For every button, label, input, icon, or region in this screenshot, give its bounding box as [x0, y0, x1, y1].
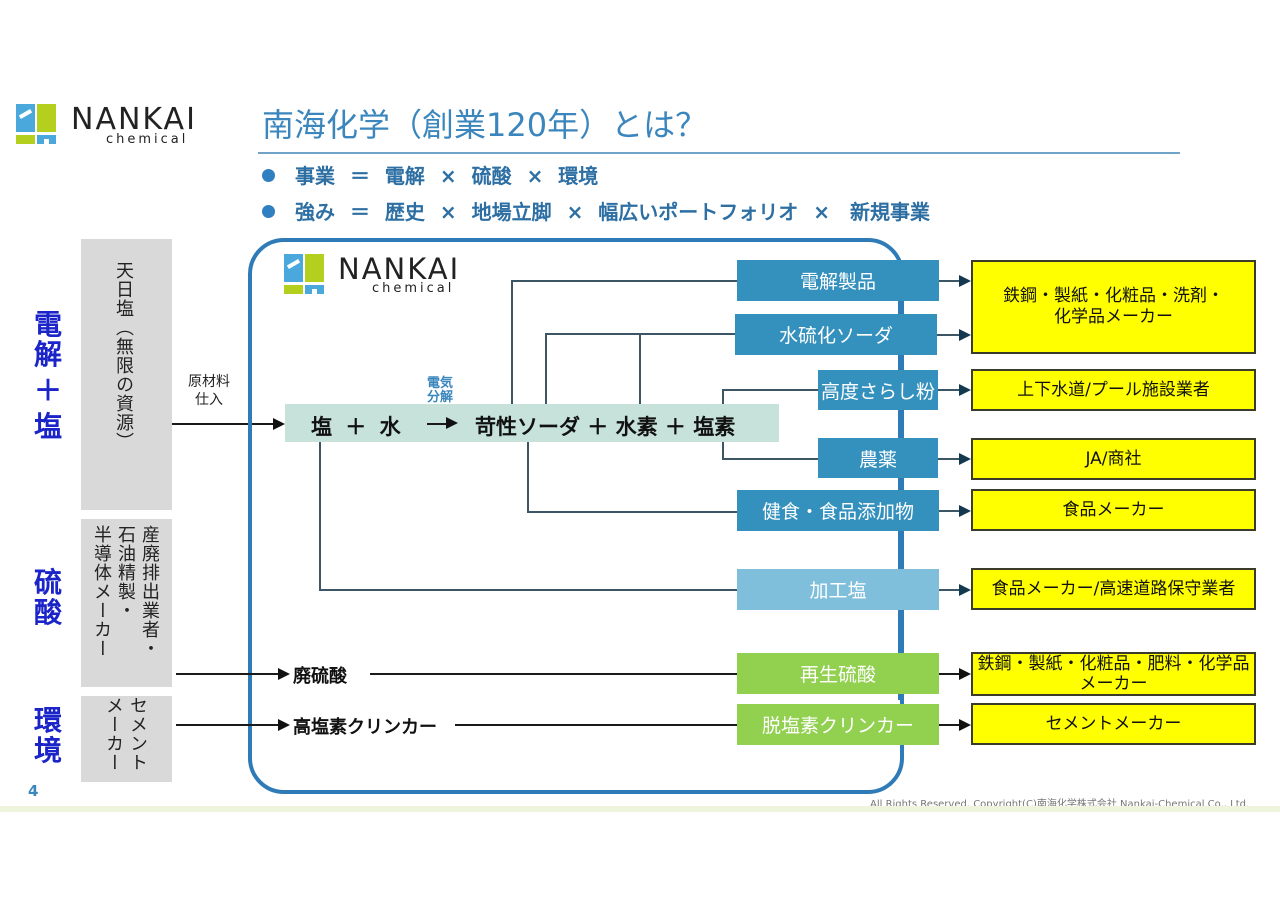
product-agrochemicals: 農薬	[818, 438, 938, 478]
product-electrolysis-products: 電解製品	[737, 260, 939, 301]
category-sulfuric: 硫酸	[33, 566, 62, 629]
equation-arrow-icon	[446, 417, 458, 429]
clinker-in-line	[176, 724, 280, 726]
connector-food-additives-v	[527, 442, 529, 512]
logo-mark-icon	[284, 254, 324, 294]
category-electrolysis: 電解＋塩	[33, 308, 62, 443]
product-processed-salt: 加工塩	[737, 569, 939, 610]
logo-wordmark: NANKAI	[338, 252, 461, 286]
arrow-right-icon	[959, 329, 971, 341]
arrow-right-icon	[959, 719, 971, 731]
clinker-arrow-icon	[278, 719, 290, 731]
bullet-dot-icon	[262, 169, 275, 182]
clinker-out-line	[455, 724, 737, 726]
connector-hydrosulfide	[545, 333, 547, 404]
arrow-line	[939, 589, 961, 591]
source-cement-text: セメント メーカー	[103, 696, 148, 772]
connector-processed-salt-v	[319, 442, 321, 590]
copyright: All Rights Reserved. Copyright(C)南海化学株式会…	[870, 799, 1250, 810]
flow-high-chlorine-clinker: 高塩素クリンカー	[293, 717, 437, 738]
arrow-line	[937, 334, 961, 336]
customer-food-road: 食品メーカー/高速道路保守業者	[971, 568, 1256, 610]
source-cement: セメント メーカー	[81, 696, 172, 782]
product-food-additives: 健食・食品添加物	[737, 490, 939, 531]
connector-electrolysis-products	[511, 280, 513, 404]
title-divider	[258, 152, 1180, 154]
arrow-line	[939, 673, 961, 675]
connector-hydrogen-v	[639, 333, 641, 404]
equation-band	[285, 404, 779, 442]
product-dechlorinated-clinker: 脱塩素クリンカー	[737, 704, 939, 745]
equation-lhs: 塩 ＋ 水	[311, 415, 401, 439]
connector-electrolysis-products-h	[511, 280, 737, 282]
arrow-line	[939, 724, 961, 726]
inflow-label: 原材料 仕入	[188, 374, 230, 408]
category-environment: 環境	[33, 704, 62, 767]
arrow-line	[939, 280, 961, 282]
footer-band	[0, 806, 1280, 812]
bullet-strengths: 強み ＝ 歴史 × 地場立脚 × 幅広いポートフォリオ × 新規事業	[262, 196, 930, 225]
customer-food-makers: 食品メーカー	[971, 489, 1256, 531]
logo-mark-icon	[16, 104, 56, 144]
customer-cement-makers: セメントメーカー	[971, 703, 1256, 745]
header-logo: NANKAI chemical	[16, 102, 226, 148]
page-number: 4	[28, 782, 39, 800]
source-industrial-text: 産廃排出業者・ 石油精製・ 半導体メーカー	[91, 525, 160, 658]
product-bleaching-powder: 高度さらし粉	[818, 370, 938, 410]
inflow-line	[172, 423, 274, 425]
waste-acid-in-line	[176, 673, 280, 675]
arrow-right-icon	[959, 505, 971, 517]
equation-arrow-label: 電気 分解	[426, 376, 453, 405]
source-industrial: 産廃排出業者・ 石油精製・ 半導体メーカー	[81, 519, 172, 687]
connector-bleach-h	[722, 389, 818, 391]
arrow-right-icon	[959, 453, 971, 465]
customer-ja: JA/商社	[971, 438, 1256, 480]
arrow-line	[938, 458, 961, 460]
product-recycled-sulfuric-acid: 再生硫酸	[737, 653, 939, 694]
arrow-right-icon	[959, 584, 971, 596]
logo-subtext: chemical	[106, 132, 189, 147]
connector-food-additives-h	[527, 511, 737, 513]
bullet-dot-icon	[262, 205, 275, 218]
inflow-arrow-icon	[273, 418, 285, 430]
arrow-right-icon	[959, 275, 971, 287]
logo-wordmark: NANKAI	[71, 102, 197, 137]
equation-arrow-line	[427, 423, 449, 425]
arrow-line	[939, 510, 961, 512]
waste-acid-out-line	[370, 673, 737, 675]
arrow-right-icon	[959, 668, 971, 680]
source-sun-salt-text: 天日塩（無限の資源）	[113, 261, 134, 451]
waste-acid-arrow-icon	[278, 668, 290, 680]
connector-agro-h	[722, 458, 818, 460]
logo-subtext: chemical	[372, 281, 455, 296]
page-title: 南海化学（創業120年）とは？	[262, 106, 708, 144]
product-sodium-hydrosulfide: 水硫化ソーダ	[735, 314, 937, 355]
arrow-line	[938, 389, 961, 391]
source-sun-salt: 天日塩（無限の資源）	[81, 239, 172, 510]
connector-processed-salt-h	[319, 589, 737, 591]
arrow-right-icon	[959, 384, 971, 396]
customer-steel-fert: 鉄鋼・製紙・化粧品・肥料・化学品 メーカー	[971, 652, 1256, 696]
flow-waste-acid: 廃硫酸	[293, 666, 347, 687]
bullet-business: 事業 ＝ 電解 × 硫酸 × 環境	[262, 160, 598, 189]
customer-chem-makers: 鉄鋼・製紙・化粧品・洗剤・ 化学品メーカー	[971, 260, 1256, 354]
frame-logo: NANKAI chemical	[284, 252, 494, 298]
customer-water-pool: 上下水道/プール施設業者	[971, 369, 1256, 411]
equation-rhs: 苛性ソーダ ＋ 水素 ＋ 塩素	[475, 415, 736, 439]
